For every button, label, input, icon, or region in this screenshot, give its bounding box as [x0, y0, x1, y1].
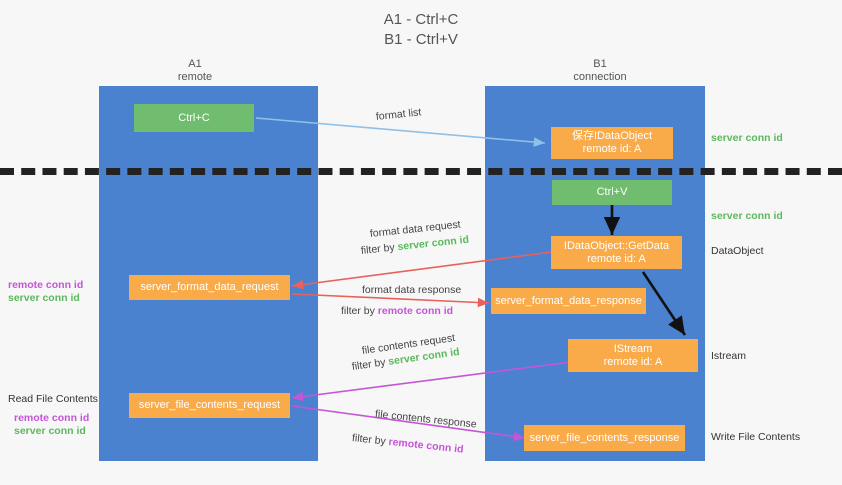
box-ctrl-v-label: Ctrl+V	[596, 186, 628, 198]
label-file-contents-request-filter-prefix: filter by	[351, 355, 390, 373]
box-server-format-data-request[interactable]: server_format_data_request	[129, 275, 290, 300]
label-right-server-conn-id-top: server conn id	[711, 132, 783, 144]
box-server-format-data-request-label: server_format_data_request	[140, 281, 279, 293]
box-ctrl-c[interactable]: Ctrl+C	[134, 104, 254, 132]
box-server-format-data-response[interactable]: server_format_data_response	[491, 288, 646, 314]
box-server-file-contents-response-label: server_file_contents_response	[529, 431, 680, 444]
column-b1-sub: connection	[573, 71, 627, 83]
box-save-idataobject-label: 保存IDataObject	[571, 130, 653, 142]
label-file-contents-response-filter-prefix: filter by	[351, 432, 390, 448]
box-server-file-contents-request[interactable]: server_file_contents_request	[129, 393, 290, 418]
label-file-contents-response-filter-value: remote conn id	[387, 435, 465, 456]
phase-divider	[0, 168, 842, 175]
label-right-dataobject: DataObject	[711, 245, 764, 257]
label-format-data-response: format data response	[362, 284, 462, 296]
label-left-read-file-contents: Read File Contents	[8, 393, 98, 405]
box-istream[interactable]: IStream remote id: A	[568, 339, 698, 372]
label-file-contents-response-filter: filter by remote conn id	[351, 432, 464, 457]
box-istream-sub: remote id: A	[603, 355, 663, 368]
title-line-1: A1 - Ctrl+C	[383, 11, 459, 28]
column-header-a1: A1 remote	[115, 58, 275, 84]
box-server-file-contents-request-label: server_file_contents_request	[138, 399, 281, 411]
title-line-2: B1 - Ctrl+V	[384, 31, 458, 48]
label-format-data-request-filter-prefix: filter by	[360, 241, 399, 257]
box-idataobject-getdata[interactable]: IDataObject::GetData remote id: A	[551, 236, 682, 269]
label-left-remote-conn-id-1: remote conn id	[8, 279, 84, 291]
box-server-format-data-response-label: server_format_data_response	[495, 294, 642, 307]
label-right-istream: Istream	[711, 350, 747, 362]
box-idataobject-getdata-sub: remote id: A	[587, 252, 646, 265]
label-right-server-conn-id-mid: server conn id	[711, 210, 783, 222]
box-save-idataobject-sub: remote id: A	[582, 143, 642, 155]
column-b1-name: B1	[593, 58, 607, 70]
box-save-idataobject[interactable]: 保存IDataObject remote id: A	[551, 127, 673, 159]
box-istream-label: IStream	[613, 342, 653, 355]
label-left-server-conn-id-2: server conn id	[14, 425, 86, 437]
column-a1-sub: remote	[177, 71, 213, 83]
page-title: A1 - Ctrl+C B1 - Ctrl+V	[0, 10, 842, 50]
box-ctrl-c-label: Ctrl+C	[178, 111, 210, 124]
box-ctrl-v[interactable]: Ctrl+V	[552, 180, 672, 205]
label-format-data-response-filter: filter by remote conn id	[341, 305, 453, 318]
column-header-b1: B1 connection	[520, 58, 680, 84]
label-left-server-conn-id-1: server conn id	[8, 292, 80, 304]
column-a1-name: A1	[188, 58, 202, 70]
box-server-file-contents-response[interactable]: server_file_contents_response	[524, 425, 685, 451]
label-format-data-response-filter-prefix: filter by	[341, 305, 378, 317]
label-left-remote-conn-id-2: remote conn id	[14, 412, 90, 424]
label-right-write-file-contents: Write File Contents	[711, 431, 801, 443]
box-idataobject-getdata-label: IDataObject::GetData	[563, 239, 670, 252]
label-format-list: format list	[375, 106, 422, 123]
label-file-contents-response: file contents response	[374, 408, 478, 431]
label-format-data-response-filter-value: remote conn id	[377, 305, 454, 317]
